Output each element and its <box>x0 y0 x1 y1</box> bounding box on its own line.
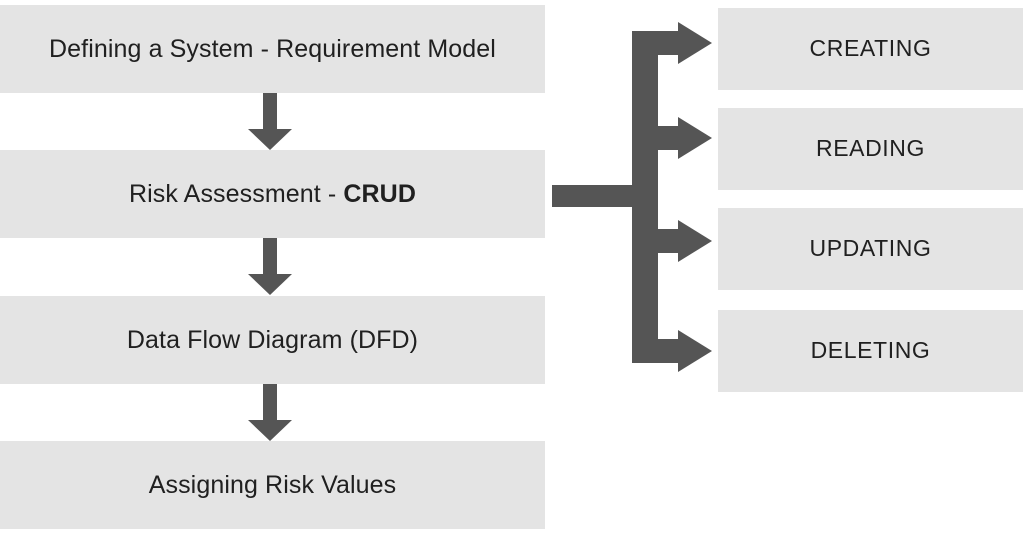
flow-step-label: Defining a System - Requirement Model <box>49 35 496 63</box>
crud-branch-label: CREATING <box>809 35 932 62</box>
flow-step-label: Assigning Risk Values <box>148 471 397 499</box>
down-arrow-icon <box>248 238 292 295</box>
crud-branch-reading: READING <box>718 108 1023 190</box>
flow-step-defining-system: Defining a System - Requirement Model <box>0 5 545 93</box>
crud-branch-label: READING <box>816 135 925 162</box>
down-arrow-icon <box>248 93 292 150</box>
flow-step-label: Risk Assessment - CRUD <box>129 179 416 209</box>
crud-branch-updating: UPDATING <box>718 208 1023 290</box>
crud-branch-label: UPDATING <box>809 235 932 262</box>
flow-step-label-text: Risk Assessment - <box>129 180 344 208</box>
flow-step-assigning-risk-values: Assigning Risk Values <box>0 441 545 529</box>
flow-step-data-flow-diagram: Data Flow Diagram (DFD) <box>0 296 545 384</box>
flow-step-label: Data Flow Diagram (DFD) <box>126 326 419 354</box>
flow-step-label-emphasis: CRUD <box>343 180 416 208</box>
crud-branch-label: DELETING <box>810 337 931 364</box>
branch-arrow-crud-icon <box>552 22 720 372</box>
down-arrow-icon <box>248 384 292 441</box>
crud-branch-creating: CREATING <box>718 8 1023 90</box>
flow-step-risk-assessment: Risk Assessment - CRUD <box>0 150 545 238</box>
crud-branch-deleting: DELETING <box>718 310 1023 392</box>
